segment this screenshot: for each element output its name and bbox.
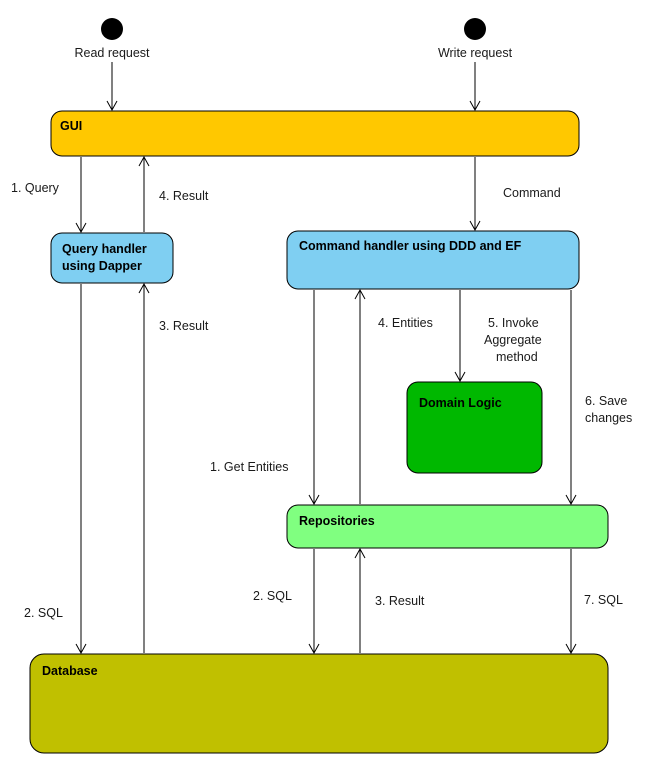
invoke-label-line3: method [496,350,538,364]
command-label: Command [503,186,561,200]
repositories-result-label: 3. Result [375,594,425,608]
read-request-start-node [101,18,123,40]
query-label: 1. Query [11,181,60,195]
domain-logic-box: Domain Logic [406,381,543,474]
save-changes-label-line2: changes [585,411,632,425]
database-title: Database [42,664,98,678]
repositories-title: Repositories [299,514,375,528]
invoke-label-line1: 5. Invoke [488,316,539,330]
query-handler-title-line2: using Dapper [62,259,142,273]
invoke-label-line2: Aggregate [484,333,542,347]
entities-label: 4. Entities [378,316,433,330]
read-request-label: Read request [74,46,150,60]
write-request-label: Write request [438,46,513,60]
query-handler-box: Query handler using Dapper [50,232,174,284]
save-changes-label-line1: 6. Save [585,394,627,408]
gui-title: GUI [60,119,82,133]
write-request-start-node [464,18,486,40]
repositories-sql-label: 2. SQL [253,589,292,603]
query-handler-result-label: 3. Result [159,319,209,333]
command-handler-title: Command handler using DDD and EF [299,239,522,253]
repositories-box: Repositories [286,504,609,549]
save-sql-label: 7. SQL [584,593,623,607]
query-handler-title-line1: Query handler [62,242,147,256]
command-handler-box: Command handler using DDD and EF [286,230,580,290]
query-handler-sql-label: 2. SQL [24,606,63,620]
domain-logic-title: Domain Logic [419,396,502,410]
database-box: Database [29,653,609,754]
gui-result-label: 4. Result [159,189,209,203]
get-entities-label: 1. Get Entities [210,460,289,474]
gui-box: GUI [50,110,580,157]
